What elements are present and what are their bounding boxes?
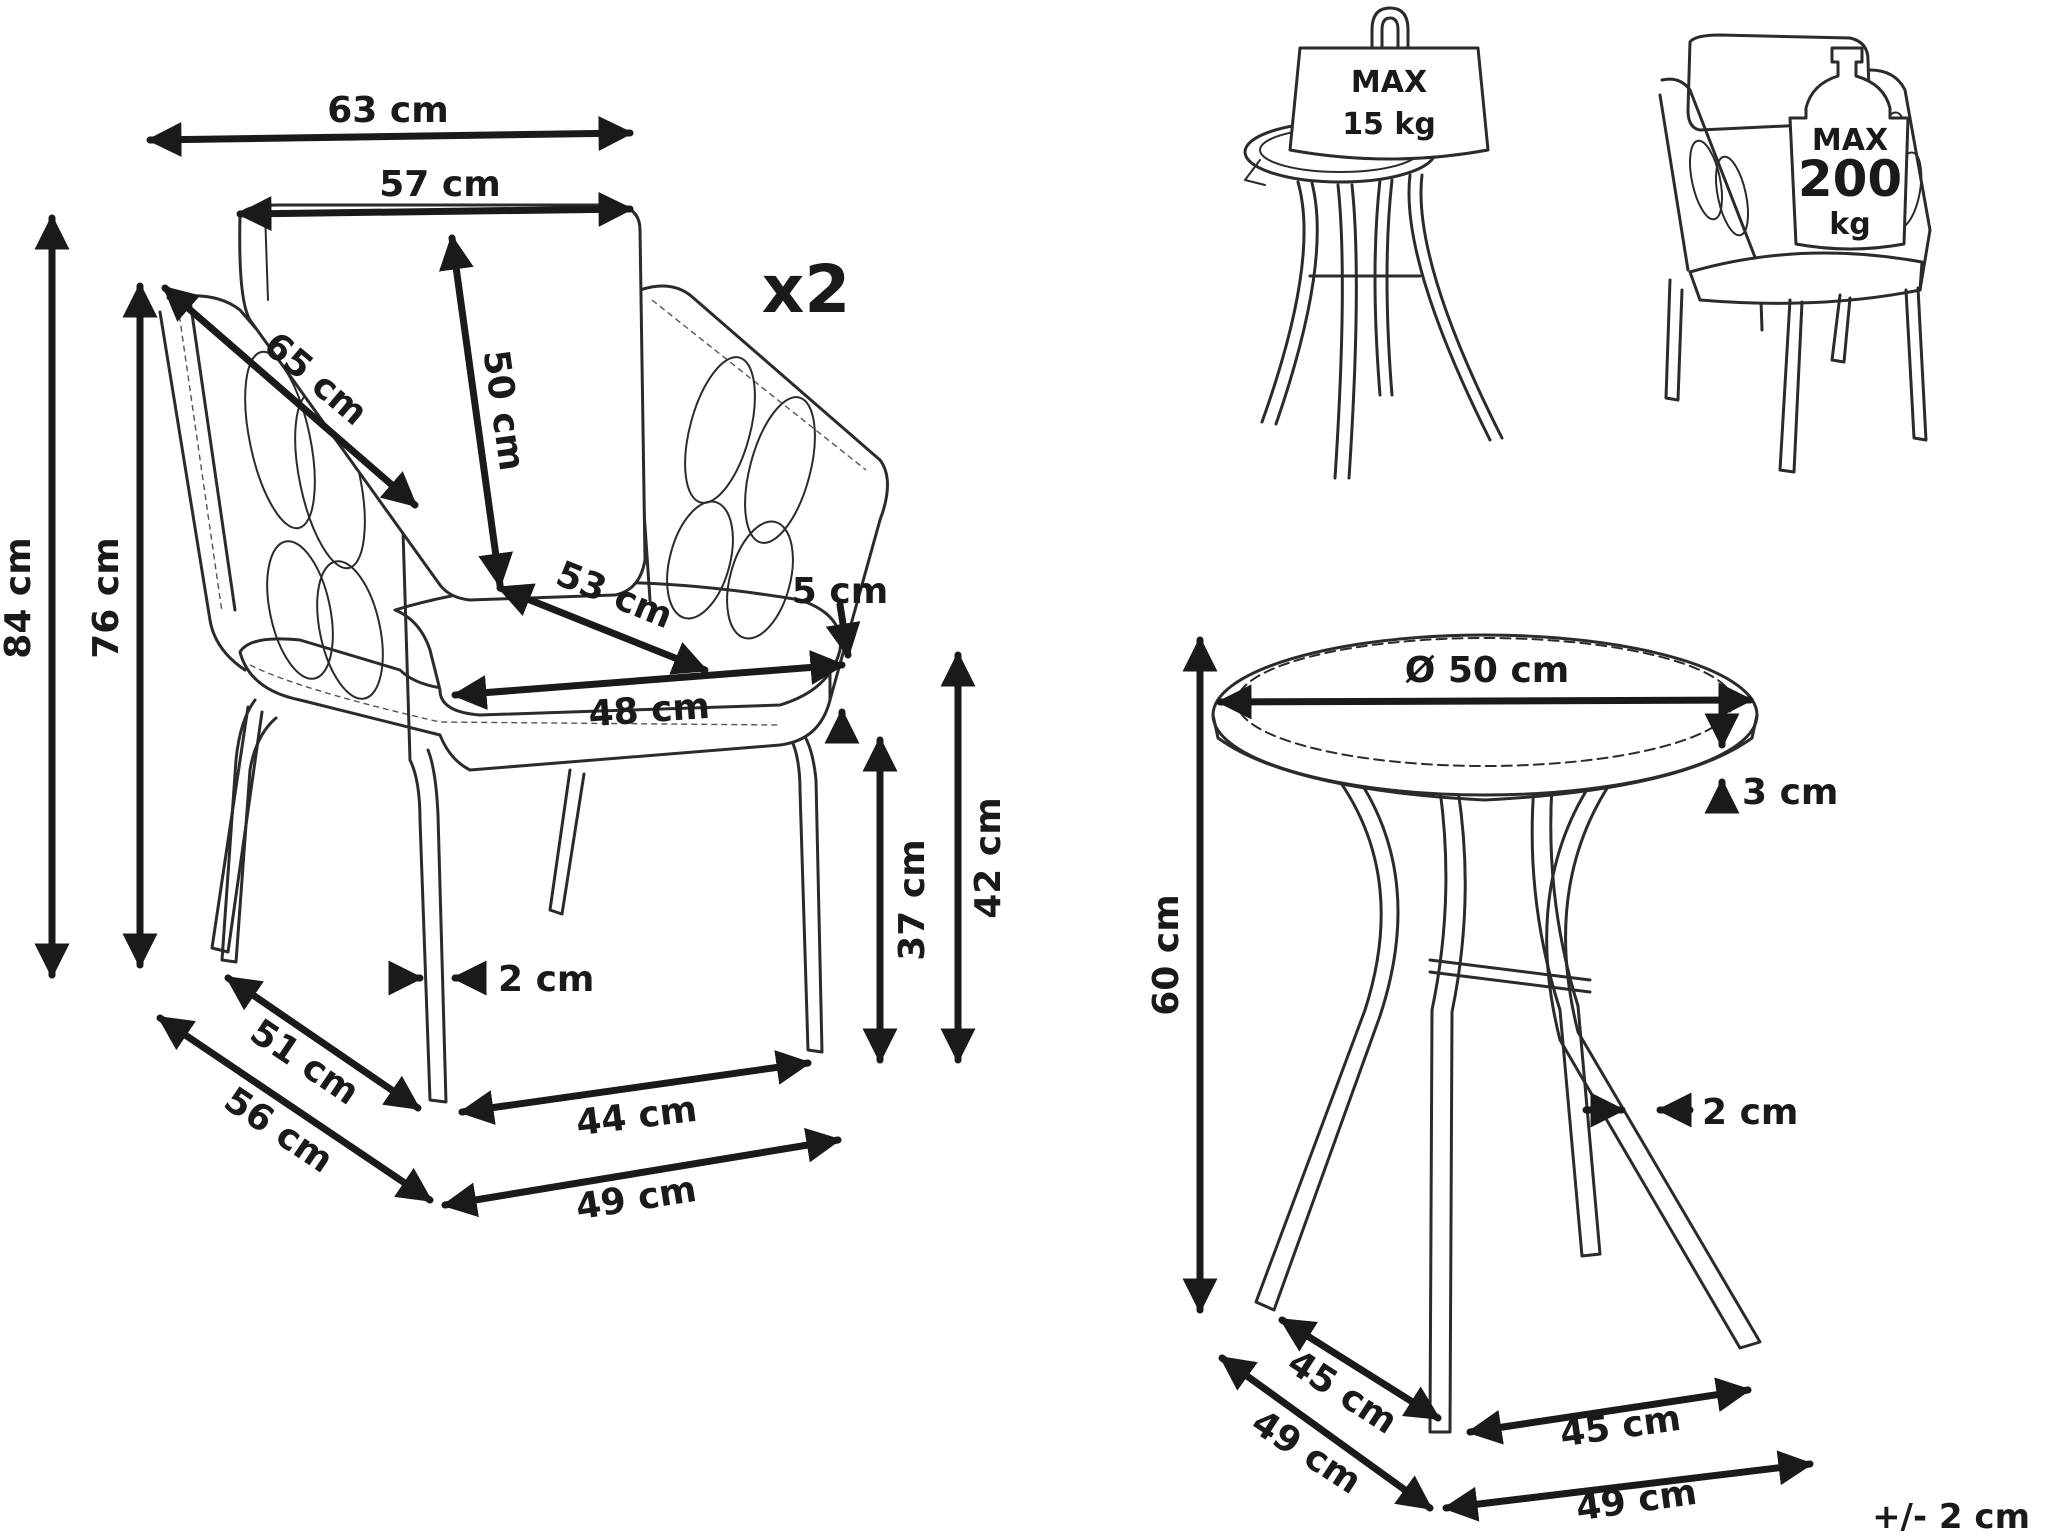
dim-height-total: 84 cm (0, 537, 39, 658)
table-drawing (1211, 633, 1762, 1434)
dim-cushion-width: 57 cm (379, 164, 500, 205)
tolerance-note: +/- 2 cm (1872, 1497, 2030, 1536)
dim-chair-leg: 2 cm (498, 959, 594, 1000)
weight-bottle-icon (1788, 46, 1910, 251)
small-table-max-label: MAX (1351, 65, 1427, 100)
dim-seat-height: 37 cm (892, 839, 933, 960)
dim-height-arm: 76 cm (86, 537, 127, 658)
small-table-drawing (1243, 120, 1504, 480)
dim-seat-top-height: 42 cm (968, 797, 1009, 918)
dim-table-height: 60 cm (1146, 894, 1187, 1015)
small-chair-drawing (1658, 33, 1932, 474)
small-chair-max-value: 200 (1798, 150, 1902, 208)
chair-dimension-lines (34, 115, 976, 1218)
dim-seat-thickness: 5 cm (792, 571, 888, 612)
dim-table-leg: 2 cm (1702, 1092, 1798, 1133)
dim-seat-width: 48 cm (587, 686, 711, 735)
small-chair-max-unit: kg (1829, 207, 1870, 242)
table-dimension-lines (1182, 636, 1814, 1522)
dim-table-width-legs: 45 cm (1557, 1398, 1683, 1456)
small-chair-max-label: MAX (1812, 123, 1888, 158)
dim-width-legs: 44 cm (574, 1089, 700, 1144)
dim-table-diameter: Ø 50 cm (1405, 650, 1570, 691)
dim-table-width-total: 49 cm (1573, 1472, 1699, 1530)
weight-icon (1288, 6, 1490, 161)
dim-table-top-thickness: 3 cm (1742, 772, 1838, 813)
quantity-label: x2 (762, 251, 851, 328)
small-table-max-value: 15 kg (1342, 107, 1436, 142)
dim-width-top: 63 cm (327, 90, 448, 131)
